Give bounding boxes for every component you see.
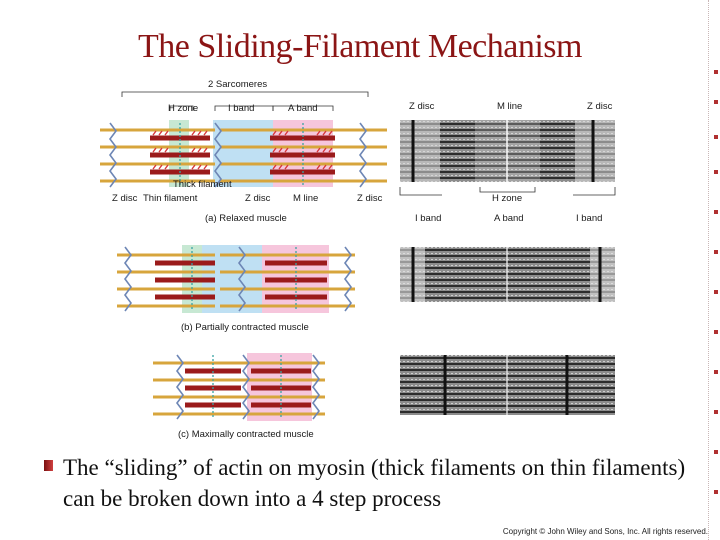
sarcomere-figure: 2 Sarcomeres H zone I band A band (95, 75, 625, 447)
bullet-marker-icon (44, 460, 53, 471)
micro-label-a-band: A band (494, 213, 524, 224)
micro-label-h-zone: H zone (492, 193, 522, 204)
m-lines-c (212, 355, 282, 419)
label-z-disc-right: Z disc (357, 193, 383, 204)
label-z-disc-mid: Z disc (245, 193, 271, 204)
label-z-disc-left: Z disc (112, 193, 138, 204)
micro-label-z-disc-right: Z disc (587, 101, 613, 112)
micrograph-relaxed: Z disc M line Z disc H zone I band A ban… (399, 101, 616, 224)
label-h-zone: H zone (168, 103, 198, 114)
z-discs-b (124, 246, 352, 312)
caption-relaxed: (a) Relaxed muscle (205, 213, 287, 224)
m-lines (179, 123, 304, 187)
panel-relaxed: 2 Sarcomeres H zone I band A band (100, 79, 387, 224)
z-discs-c (176, 354, 320, 420)
label-i-band: I band (228, 103, 254, 114)
micro-label-m-line: M line (497, 101, 522, 112)
label-m-line: M line (293, 193, 318, 204)
label-thick-filament: Thick filament (173, 179, 232, 190)
caption-maximally-contracted: (c) Maximally contracted muscle (178, 429, 314, 440)
thin-filaments-b (117, 253, 355, 308)
z-discs (109, 122, 367, 188)
caption-partially-contracted: (b) Partially contracted muscle (181, 322, 309, 333)
myosin-heads (152, 130, 333, 170)
bullet-text: The “sliding” of actin on myosin (thick … (63, 455, 686, 511)
micrograph-maximally-contracted (400, 355, 615, 415)
sarcomere-diagram: 2 Sarcomeres H zone I band A band (100, 79, 616, 440)
micro-label-i-band-left: I band (415, 213, 441, 224)
slide-edge-decoration (708, 0, 720, 540)
slide-title: The Sliding-Filament Mechanism (138, 28, 582, 65)
m-lines-b (191, 247, 297, 311)
label-thin-filament: Thin filament (143, 193, 198, 204)
copyright-notice: Copyright © John Wiley and Sons, Inc. Al… (502, 527, 708, 536)
panel-maximally-contracted: (c) Maximally contracted muscle (153, 353, 325, 440)
micro-label-z-disc-left: Z disc (409, 101, 435, 112)
label-two-sarcomeres: 2 Sarcomeres (208, 79, 267, 90)
micro-label-i-band-right: I band (576, 213, 602, 224)
label-a-band: A band (288, 103, 318, 114)
micrograph-partially-contracted (400, 247, 615, 302)
panel-partially-contracted: (b) Partially contracted muscle (117, 245, 355, 333)
